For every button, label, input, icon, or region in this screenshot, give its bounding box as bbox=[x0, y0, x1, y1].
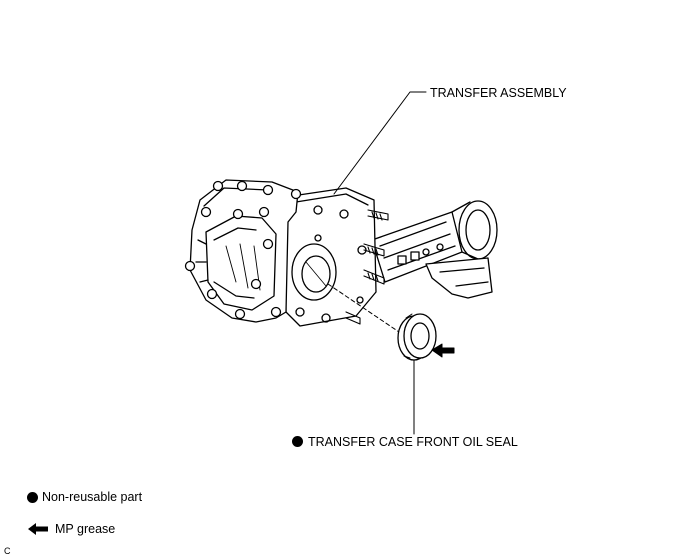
non-reusable-marker bbox=[292, 436, 303, 447]
oil-seal-label: TRANSFER CASE FRONT OIL SEAL bbox=[308, 435, 518, 449]
extension-housing bbox=[371, 200, 498, 299]
non-reusable-dot-icon bbox=[27, 491, 38, 503]
assembly-leader-line bbox=[333, 91, 427, 195]
corner-code: C bbox=[4, 546, 11, 556]
assembly-label: TRANSFER ASSEMBLY bbox=[430, 86, 567, 100]
legend-mp-grease-label: MP grease bbox=[55, 522, 116, 536]
installation-path bbox=[327, 283, 403, 335]
grease-arrow-icon bbox=[28, 523, 48, 535]
transfer-case-body bbox=[184, 179, 302, 323]
case-bolts bbox=[184, 180, 302, 320]
mounting-studs bbox=[345, 209, 389, 325]
grease-arrow bbox=[431, 343, 455, 358]
transfer-case-flange bbox=[283, 187, 377, 327]
front-oil-seal bbox=[397, 313, 437, 361]
legend-non-reusable: Non-reusable part bbox=[27, 490, 142, 504]
legend-mp-grease: MP grease bbox=[27, 522, 115, 536]
legend-non-reusable-label: Non-reusable part bbox=[42, 490, 143, 504]
